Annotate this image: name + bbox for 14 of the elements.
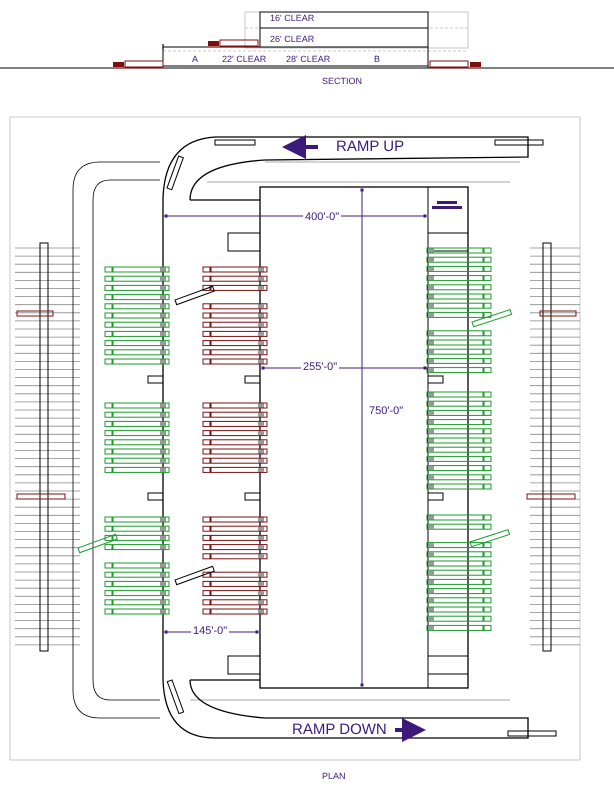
clearance-label: 22' CLEAR	[222, 55, 266, 64]
view-title: SECTION	[322, 77, 362, 86]
bay-label: A	[192, 55, 198, 64]
view-title: PLAN	[322, 772, 346, 781]
bay-label: B	[374, 55, 380, 64]
clearance-label: 26' CLEAR	[270, 35, 314, 44]
dimension-label: 255'-0"	[301, 362, 340, 373]
dimension-label: 145'-0"	[191, 626, 230, 637]
ramp-label: RAMP DOWN	[292, 722, 387, 737]
dimension-label: 750'-0"	[367, 406, 406, 417]
dimension-label: 400'-0"	[303, 212, 342, 223]
clearance-label: 16' CLEAR	[270, 14, 314, 23]
clearance-label: 28' CLEAR	[286, 55, 330, 64]
ramp-label: RAMP UP	[336, 139, 404, 154]
